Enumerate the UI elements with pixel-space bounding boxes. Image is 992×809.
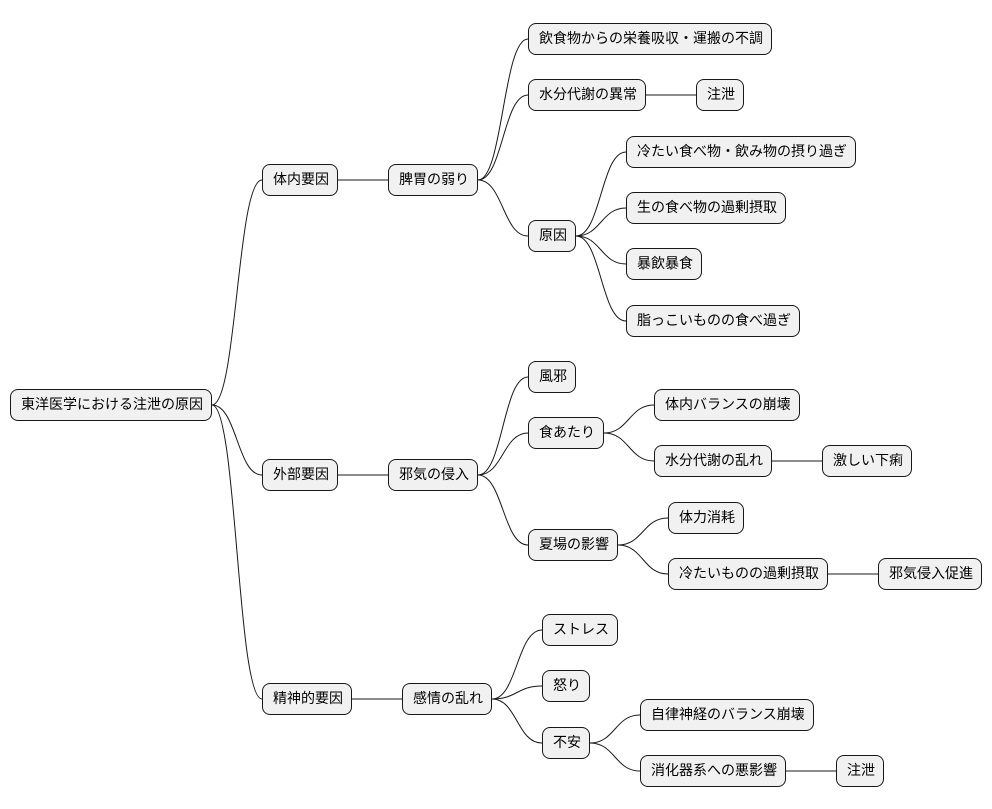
node-cause-overeating: 暴飲暴食 xyxy=(626,248,702,280)
connector-spleen-to-water xyxy=(477,94,529,181)
node-diarrhea-result-mental: 注泄 xyxy=(836,755,884,787)
node-autonomic-balance-collapse: 自律神経のバランス崩壊 xyxy=(640,699,814,731)
connector-emotion-to-anger xyxy=(491,685,543,700)
connector-anxiety-to-anx-auto xyxy=(589,714,641,744)
connector-spleen-to-cause xyxy=(477,179,529,237)
node-anxiety: 不安 xyxy=(542,727,590,759)
node-cause-cold-food-drink: 冷たい食べ物・飲み物の摂り過ぎ xyxy=(626,136,856,168)
node-water-metabolism-abnormality: 水分代謝の異常 xyxy=(528,79,646,111)
connector-invasion-to-wind xyxy=(477,376,529,476)
connector-food-to-food-bal xyxy=(603,404,655,434)
connector-food-to-food-water xyxy=(603,432,655,462)
node-summer-influence: 夏場の影響 xyxy=(528,529,618,561)
node-wind-evil: 風邪 xyxy=(528,361,576,393)
node-stamina-exhaustion: 体力消耗 xyxy=(668,502,744,534)
node-digestive-adverse-effect: 消化器系への悪影響 xyxy=(640,755,786,787)
node-cause-raw-food: 生の食べ物の過剰摂取 xyxy=(626,192,786,224)
connector-cause-to-c2 xyxy=(575,207,627,237)
node-evil-invasion-promotion: 邪気侵入促進 xyxy=(878,558,982,590)
node-water-metabolism-disorder: 水分代謝の乱れ xyxy=(654,445,772,477)
node-evil-qi-invasion: 邪気の侵入 xyxy=(388,459,478,491)
node-body-balance-collapse: 体内バランスの崩壊 xyxy=(654,389,800,421)
node-cause-greasy-food: 脂っこいものの食べ過ぎ xyxy=(626,305,800,337)
node-excess-cold-intake: 冷たいものの過剰摂取 xyxy=(668,558,828,590)
node-diarrhea-result: 注泄 xyxy=(696,79,744,111)
node-external-factors: 外部要因 xyxy=(262,459,338,491)
connector-invasion-to-food xyxy=(477,432,529,476)
root-node-eastern-medicine-diarrhea-causes: 東洋医学における注泄の原因 xyxy=(10,389,212,421)
node-severe-diarrhea: 激しい下痢 xyxy=(822,445,912,477)
connector-spleen-to-absorb xyxy=(477,38,529,181)
connector-invasion-to-summer xyxy=(477,474,529,546)
connector-cause-to-c3 xyxy=(575,235,627,265)
node-nutrient-absorption-disorder: 飲食物からの栄養吸収・運搬の不調 xyxy=(528,23,772,55)
node-food-poisoning: 食あたり xyxy=(528,417,604,449)
connector-emotion-to-anxiety xyxy=(491,698,543,744)
connector-root-to-internal xyxy=(211,179,263,406)
connector-summer-to-summer-cold xyxy=(617,544,669,575)
node-mental-factors: 精神的要因 xyxy=(262,683,352,715)
connector-summer-to-summer-fat xyxy=(617,517,669,546)
connector-cause-to-c4 xyxy=(575,235,627,322)
node-anger: 怒り xyxy=(542,670,590,702)
connector-root-to-external xyxy=(211,404,263,476)
connector-cause-to-c1 xyxy=(575,151,627,237)
connector-root-to-mental xyxy=(211,404,263,700)
connector-anxiety-to-anx-dig xyxy=(589,742,641,772)
node-internal-factors: 体内要因 xyxy=(262,164,338,196)
node-stress: ストレス xyxy=(542,614,618,646)
connector-emotion-to-stress xyxy=(491,629,543,700)
node-spleen-stomach-weakness: 脾胃の弱り xyxy=(388,164,478,196)
node-causes: 原因 xyxy=(528,220,576,252)
node-emotional-disturbance: 感情の乱れ xyxy=(402,683,492,715)
